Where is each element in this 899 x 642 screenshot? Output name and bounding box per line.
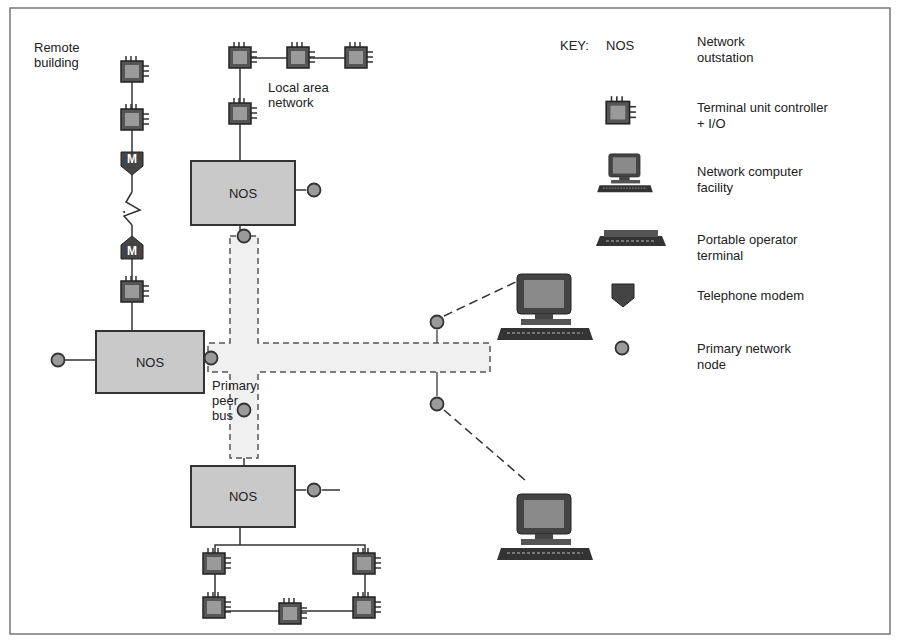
legend-text: Telephone modem <box>697 288 882 304</box>
modem-letter: M <box>122 152 142 167</box>
legend-text: Portable operator terminal <box>697 232 807 264</box>
outstation-box: NOS <box>95 330 205 394</box>
outstation-box: NOS <box>190 160 296 226</box>
legend-text: Network computer facility <box>697 164 807 196</box>
area-label: Remote building <box>34 40 114 70</box>
key-symbol: NOS <box>606 38 646 53</box>
legend-text: Terminal unit controller + I/O <box>697 100 837 132</box>
modem-letter: M <box>122 244 142 259</box>
box-label: NOS <box>229 489 257 504</box>
bus-label: Primary peer bus <box>212 378 252 423</box>
box-label: NOS <box>136 355 164 370</box>
legend-text: Primary network node <box>697 341 807 373</box>
key-heading: KEY: <box>560 38 600 53</box>
area-label: Local area network <box>268 80 348 110</box>
legend-text: Network outstation <box>697 34 787 66</box>
box-label: NOS <box>229 186 257 201</box>
outstation-box: NOS <box>190 465 296 528</box>
